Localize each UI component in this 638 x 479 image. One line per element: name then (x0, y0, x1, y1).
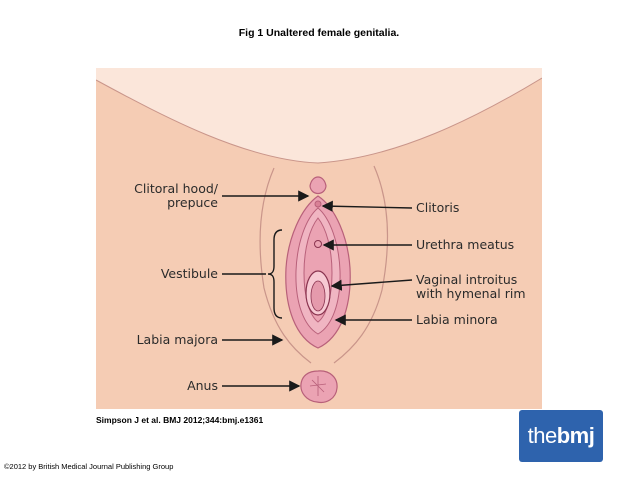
clitoral-hood-label-line1: Clitoral hood/ (134, 181, 218, 196)
clitoris-pointer (321, 200, 413, 212)
clitoris-shape (314, 200, 322, 208)
vestibule-bracket (267, 229, 283, 319)
clitoris-label: Clitoris (416, 200, 460, 215)
labia-minora-label: Labia minora (416, 312, 498, 327)
logo-bmj: bmj (556, 423, 595, 448)
upper-pubic-area (96, 68, 542, 163)
urethra-meatus-label: Urethra meatus (416, 237, 515, 252)
anatomy-illustration (96, 68, 542, 409)
citation: Simpson J et al. BMJ 2012;344:bmj.e1361 (96, 415, 264, 425)
vaginal-introitus-label-line1: Vaginal introitus (416, 272, 518, 287)
clitoral-hood-shape (309, 176, 327, 195)
anus-label: Anus (187, 378, 218, 393)
introitus-pointer (330, 279, 413, 291)
vaginal-introitus-label-line2: with hymenal rim (416, 286, 526, 301)
copyright: ©2012 by British Medical Journal Publish… (4, 462, 174, 471)
clitoral-hood-label: Clitoral hood/ prepuce (128, 182, 218, 210)
labia-majora-label: Labia majora (136, 332, 218, 347)
urethra-shape (314, 240, 322, 248)
vestibule-label: Vestibule (160, 266, 218, 281)
anatomy-diagram: Clitoral hood/ prepuce Vestibule Labia m… (96, 68, 542, 409)
clitoral-hood-label-line2: prepuce (167, 195, 218, 210)
right-thigh-crease (333, 165, 389, 364)
figure-title: Fig 1 Unaltered female genitalia. (238, 27, 400, 39)
logo-the: the (527, 423, 558, 448)
vaginal-introitus-label: Vaginal introitus with hymenal rim (416, 273, 526, 301)
